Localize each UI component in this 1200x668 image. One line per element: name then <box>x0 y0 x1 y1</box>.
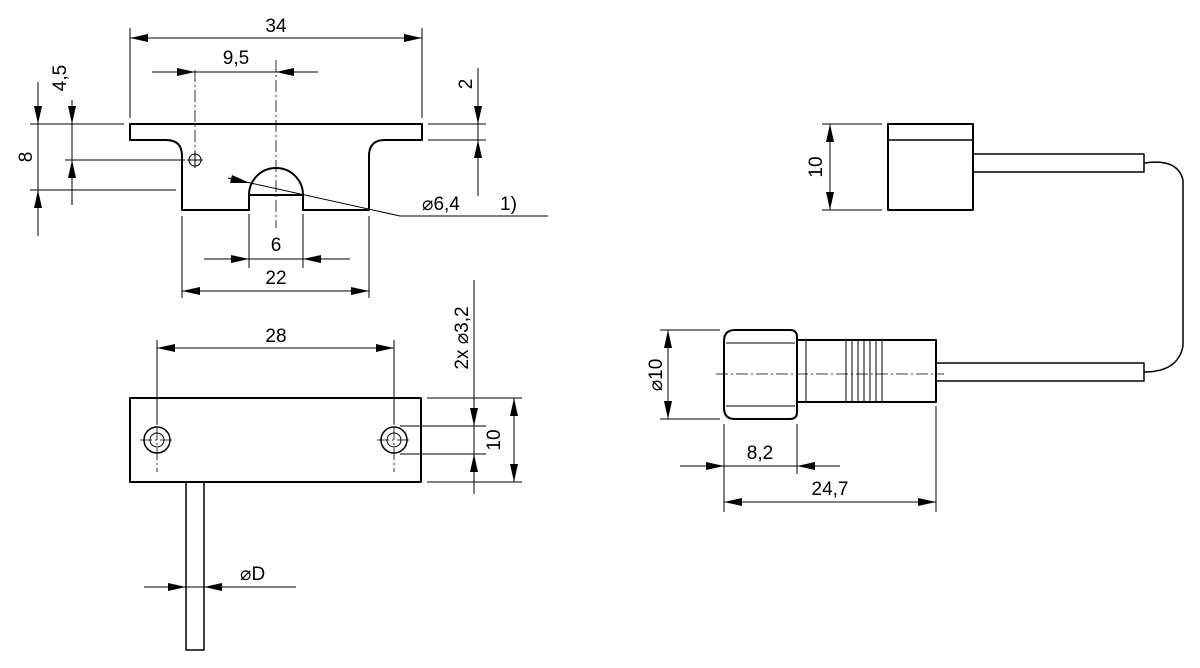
label-flange-thickness: 2 <box>456 79 477 90</box>
dim-connector-length: 24,7 <box>724 406 937 512</box>
label-hole-spacing: 28 <box>265 326 286 347</box>
dim-holes-and-height: 2x ⌀3,2 10 <box>400 280 522 494</box>
label-sensor-height: 10 <box>806 156 827 177</box>
bracket-outline <box>129 123 423 211</box>
dim-flange-thickness: 2 <box>428 68 486 196</box>
label-hole-field: 10 <box>484 429 505 450</box>
dim-cable-diameter: ⌀D <box>144 564 296 591</box>
label-footnote: 1) <box>500 194 517 215</box>
label-connector-diameter: ⌀10 <box>646 359 667 392</box>
sensor-cable-stub <box>973 153 1145 173</box>
connector <box>716 329 1145 420</box>
label-connector-length: 24,7 <box>812 479 849 500</box>
label-body-width: 22 <box>265 268 286 289</box>
label-connector-shoulder: 8,2 <box>747 443 773 464</box>
connector-nut <box>723 329 798 420</box>
cable <box>185 481 205 651</box>
label-slot-diameter: ⌀6,4 <box>422 194 460 215</box>
connector-cable <box>936 362 1145 382</box>
dim-hole-spacing: 28 <box>156 326 395 424</box>
dim-slot-width: 6 <box>204 214 350 268</box>
label-cable-diameter: ⌀D <box>240 564 265 585</box>
label-tab-height: 4,5 <box>50 65 71 91</box>
connector-body <box>797 339 937 403</box>
cable-loop <box>1143 161 1184 373</box>
dim-sensor-height: 10 <box>806 123 882 211</box>
label-overall-width: 34 <box>265 16 287 37</box>
label-hole-spec: 2x ⌀3,2 <box>452 306 473 369</box>
dim-connector-shoulder: 8,2 <box>680 424 840 512</box>
dim-connector-diameter: ⌀10 <box>646 329 720 420</box>
dim-overall-width: 34 <box>129 16 423 118</box>
dim-slot-diameter: ⌀6,4 1) <box>227 175 548 217</box>
label-total-height: 8 <box>16 152 37 163</box>
dim-hole-offset: 9,5 <box>152 48 318 76</box>
block-front-view <box>129 397 422 651</box>
label-hole-offset: 9,5 <box>223 48 249 69</box>
block-outline <box>129 397 422 483</box>
sensor-body <box>887 123 974 211</box>
dim-body-width: 22 <box>181 216 370 298</box>
bracket-top-view <box>129 60 423 228</box>
sensor-head <box>887 123 1184 373</box>
label-slot-width: 6 <box>271 235 282 256</box>
dim-left-heights: 4,5 8 <box>16 65 185 236</box>
